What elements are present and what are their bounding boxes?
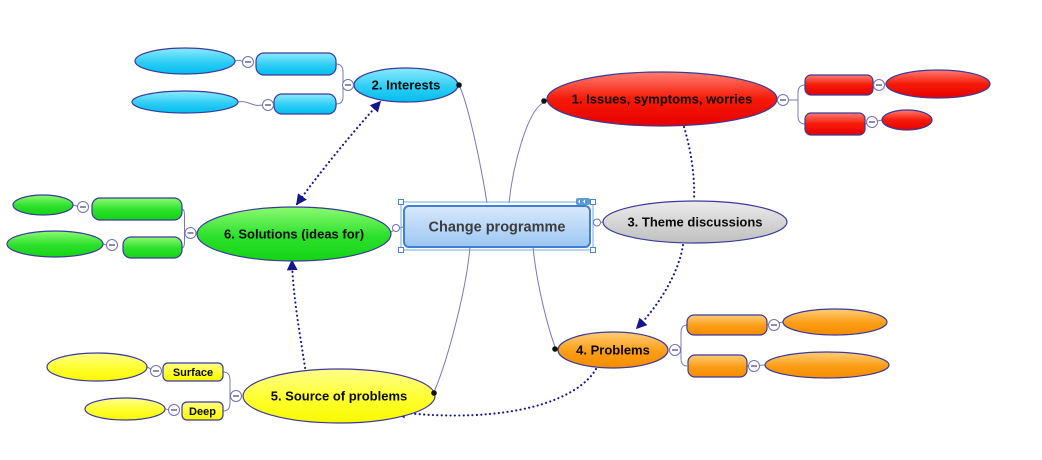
connector-interests-sub2 xyxy=(237,101,263,106)
problems-subtopic-rect-1[interactable] xyxy=(686,314,768,336)
connection-dot-interests xyxy=(456,82,462,88)
solutions-subtopic-rect-2[interactable] xyxy=(122,236,183,259)
solutions-topic-ellipse[interactable] xyxy=(196,206,392,262)
connector-center-sources xyxy=(433,246,471,393)
collapse-button[interactable] xyxy=(342,79,354,91)
collapse-button[interactable] xyxy=(748,360,760,372)
collapse-button[interactable] xyxy=(184,227,197,239)
connector-solutions-sub1 xyxy=(72,204,79,208)
connection-dot-problems xyxy=(552,346,558,352)
branch-issues: 1. Issues, symptoms, worries xyxy=(541,69,991,136)
collapse-button[interactable] xyxy=(262,99,274,111)
connector-interests-bracket xyxy=(335,63,344,105)
selection-handle[interactable] xyxy=(590,247,596,253)
problems-topic-ellipse[interactable] xyxy=(557,331,669,369)
branch-sources: Surface Deep 5. Source of problems xyxy=(46,352,437,424)
relationship-sources-solutions xyxy=(286,259,309,383)
collapse-button[interactable] xyxy=(242,56,254,68)
collapse-button[interactable] xyxy=(866,116,878,128)
problems-subtopic-rect-2[interactable] xyxy=(687,354,748,378)
branch-problems: 4. Problems xyxy=(552,308,890,379)
collapse-button[interactable] xyxy=(106,239,118,251)
sources-topic-label: 5. Source of problems xyxy=(271,389,408,404)
issues-topic-ellipse[interactable] xyxy=(546,71,778,127)
center-topic-box[interactable] xyxy=(403,205,591,248)
relationship-themes-problems-segment xyxy=(635,243,685,330)
solutions-topic-label: 6. Solutions (ideas for) xyxy=(224,227,364,242)
sources-subtopic-rect-surface[interactable] xyxy=(162,362,224,382)
problems-topic-label: 4. Problems xyxy=(576,343,650,358)
quick-resize-icon[interactable] xyxy=(576,198,590,205)
branch-themes: 3. Theme discussions xyxy=(593,200,788,244)
sources-subtopic-rect-deep[interactable] xyxy=(181,401,224,421)
connector-problems-bracket xyxy=(680,324,688,367)
collapse-button[interactable] xyxy=(230,390,242,402)
sources-child-ellipse-2[interactable] xyxy=(84,397,166,421)
connector-center-problems xyxy=(532,246,557,350)
solutions-child-ellipse-2[interactable] xyxy=(6,230,104,258)
problems-child-ellipse-1[interactable] xyxy=(782,308,888,336)
selection-handle[interactable] xyxy=(398,199,404,205)
connection-dot-issues xyxy=(541,98,547,104)
sources-subtopic-surface-label: Surface xyxy=(173,367,213,379)
collapse-button[interactable] xyxy=(77,201,89,213)
themes-topic-label: 3. Theme discussions xyxy=(627,215,762,230)
issues-subtopic-rect-1[interactable] xyxy=(804,74,874,96)
branch-interests: 2. Interests xyxy=(131,47,462,115)
interests-child-ellipse-1[interactable] xyxy=(134,47,236,75)
sources-subtopic-deep-label: Deep xyxy=(189,406,216,418)
center-topic-label: Change programme xyxy=(429,220,566,236)
center-topic[interactable]: Change programme xyxy=(398,198,596,253)
connector-center-issues xyxy=(508,102,544,204)
interests-topic-label: 2. Interests xyxy=(372,78,441,93)
collapse-button[interactable] xyxy=(150,365,162,377)
interests-subtopic-rect-1[interactable] xyxy=(255,52,337,76)
issues-child-ellipse-1[interactable] xyxy=(885,69,991,99)
connector-issues-bracket xyxy=(788,84,806,125)
sources-child-ellipse-1[interactable] xyxy=(46,352,148,382)
themes-topic-ellipse[interactable] xyxy=(602,200,788,244)
sources-topic-ellipse[interactable] xyxy=(242,368,436,424)
selection-frame xyxy=(400,201,594,251)
collapse-button[interactable] xyxy=(777,94,789,106)
connection-dot-sources xyxy=(431,390,437,396)
relationship-interests-solutions xyxy=(295,100,382,206)
connector-interests-sub1 xyxy=(234,59,243,63)
relationship-issues-themes-segment xyxy=(682,125,696,202)
collapse-button[interactable] xyxy=(768,319,780,331)
solutions-child-ellipse-1[interactable] xyxy=(12,194,74,216)
issues-topic-label: 1. Issues, symptoms, worries xyxy=(572,92,753,107)
connector-solutions-bracket xyxy=(181,208,185,249)
branch-solutions: 6. Solutions (ideas for) xyxy=(6,194,400,262)
collapse-button[interactable] xyxy=(873,79,885,91)
interests-child-ellipse-2[interactable] xyxy=(131,90,239,114)
issues-child-ellipse-2[interactable] xyxy=(881,109,933,131)
connection-port-themes xyxy=(593,218,601,227)
interests-subtopic-rect-2[interactable] xyxy=(273,93,337,115)
issues-subtopic-rect-2[interactable] xyxy=(804,112,866,136)
collapse-button[interactable] xyxy=(669,344,681,356)
solutions-subtopic-rect-1[interactable] xyxy=(91,197,183,221)
problems-child-ellipse-2[interactable] xyxy=(764,351,890,379)
main-connectors xyxy=(390,86,605,393)
connection-port-solutions xyxy=(392,224,400,232)
selection-handle[interactable] xyxy=(398,247,404,253)
connector-center-interests xyxy=(459,86,488,204)
connector-sources-bracket xyxy=(222,371,231,412)
selection-handle[interactable] xyxy=(590,199,596,205)
relationship-problems-sources xyxy=(394,367,598,419)
collapse-button[interactable] xyxy=(168,404,180,416)
relationship-arrows xyxy=(286,100,696,419)
